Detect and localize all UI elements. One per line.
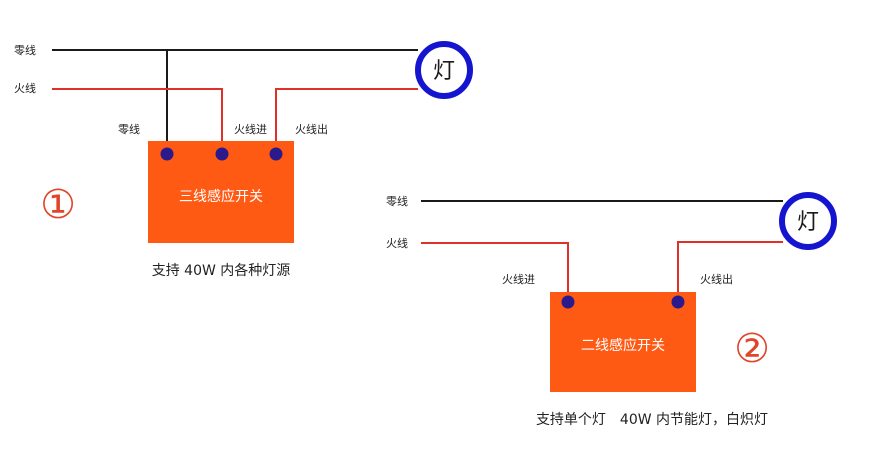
d2-terminal-live-out-label: 火线出 bbox=[700, 272, 733, 286]
d1-lamp bbox=[415, 41, 473, 99]
d1-left-neutral-label: 零线 bbox=[14, 43, 36, 57]
d1-lamp-label: 灯 bbox=[433, 59, 455, 84]
d2-switch-box-label: 二线感应开关 bbox=[581, 337, 665, 354]
d1-switch-box-label: 三线感应开关 bbox=[179, 188, 263, 205]
d1-terminal-neutral bbox=[160, 147, 174, 161]
d1-live-in-wire bbox=[52, 88, 223, 153]
d2-left-neutral-label: 零线 bbox=[386, 194, 408, 208]
d2-lamp bbox=[779, 192, 837, 250]
d2-left-live-label: 火线 bbox=[386, 236, 408, 250]
d1-number: ① bbox=[40, 182, 76, 228]
d1-terminal-live-in bbox=[215, 147, 229, 161]
d1-caption: 支持 40W 内各种灯源 bbox=[152, 263, 291, 279]
d2-terminal-live-in bbox=[561, 295, 575, 309]
d1-live-out-wire bbox=[275, 88, 418, 153]
d1-terminal-live-out bbox=[269, 147, 283, 161]
d1-terminal-live-out-label: 火线出 bbox=[295, 122, 328, 136]
d1-terminal-neutral-label: 零线 bbox=[118, 122, 140, 136]
diagram-1: 三线感应开关 灯 零线 火线 零线 火线进 火线出 ① 支持 40W 内各种灯源 bbox=[14, 41, 473, 279]
d2-live-in-wire bbox=[421, 242, 569, 299]
d2-terminal-live-out bbox=[671, 295, 685, 309]
diagram-2: 二线感应开关 灯 零线 火线 火线进 火线出 ② 支持单个灯 40W 内节能灯，… bbox=[386, 192, 837, 428]
d2-number: ② bbox=[734, 326, 770, 372]
d2-caption: 支持单个灯 40W 内节能灯，白炽灯 bbox=[536, 412, 768, 428]
d1-terminal-live-in-label: 火线进 bbox=[234, 122, 267, 136]
d2-lamp-label: 灯 bbox=[797, 210, 819, 235]
d1-left-live-label: 火线 bbox=[14, 81, 36, 95]
d2-live-out-wire bbox=[677, 241, 783, 299]
d2-switch-box bbox=[550, 292, 696, 392]
d2-terminal-live-in-label: 火线进 bbox=[502, 272, 535, 286]
